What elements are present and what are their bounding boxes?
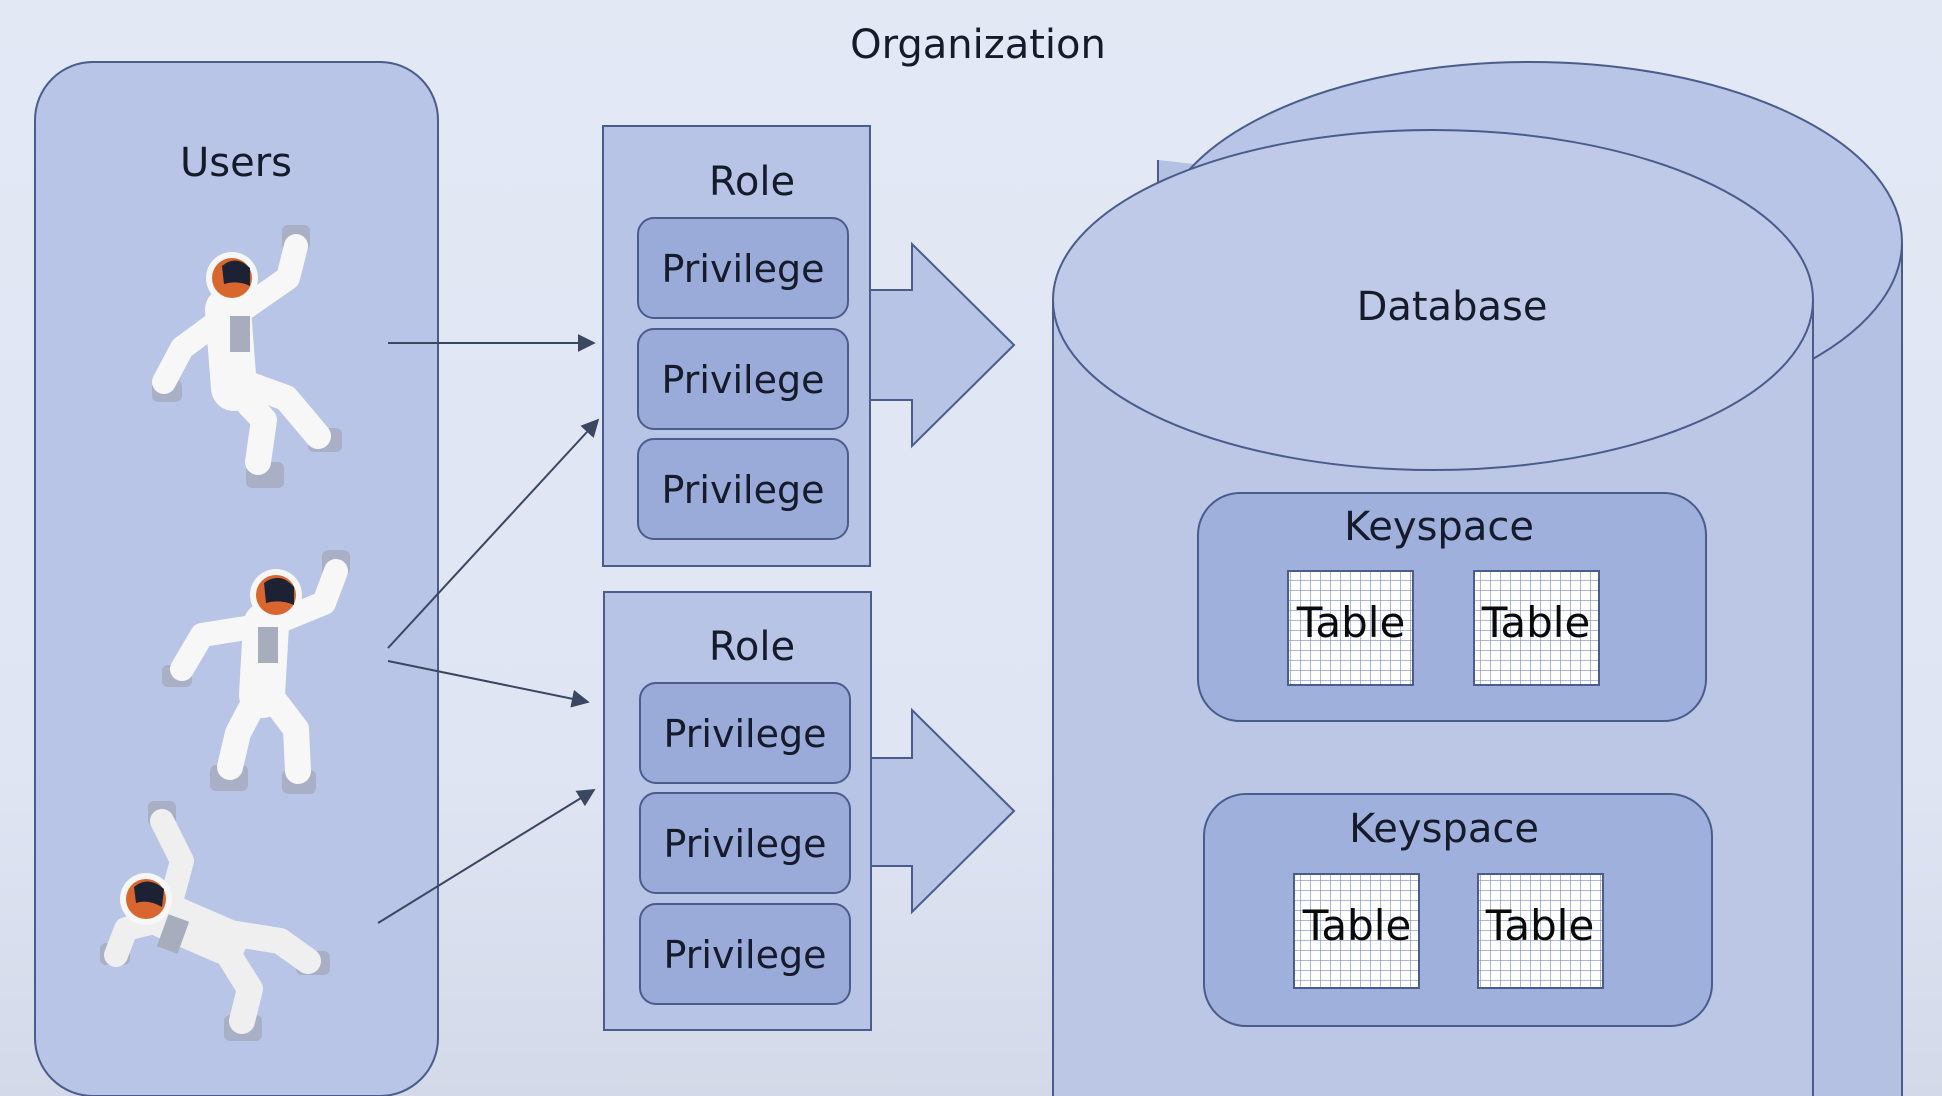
table-item: Table xyxy=(1293,873,1420,989)
svg-text:Table: Table xyxy=(1302,901,1412,950)
astronaut-icon xyxy=(100,801,330,1041)
svg-text:Privilege: Privilege xyxy=(662,468,825,512)
table-item: Table xyxy=(1473,570,1600,686)
astronaut-icon xyxy=(162,550,350,794)
arrow-user2-role2 xyxy=(387,660,590,708)
privilege-item: Privilege xyxy=(639,903,851,1005)
keyspace-label: Keyspace xyxy=(1344,504,1534,550)
users-label: Users xyxy=(180,140,292,186)
privilege-item: Privilege xyxy=(637,438,849,540)
svg-text:Table: Table xyxy=(1481,598,1591,647)
privilege-item: Privilege xyxy=(639,682,851,784)
arrow-user3-role2 xyxy=(377,789,596,924)
privilege-item: Privilege xyxy=(637,328,849,430)
svg-text:Privilege: Privilege xyxy=(664,822,827,866)
arrow-user2-role1 xyxy=(387,418,600,649)
svg-text:Privilege: Privilege xyxy=(662,358,825,402)
svg-text:Table: Table xyxy=(1296,598,1406,647)
users-panel: Users xyxy=(34,61,439,1096)
user-role-arrows xyxy=(377,334,600,924)
svg-text:Privilege: Privilege xyxy=(664,712,827,756)
users-box xyxy=(34,61,439,1096)
svg-text:Privilege: Privilege xyxy=(664,933,827,977)
keyspace-box: Keyspace Table Table xyxy=(1197,492,1707,722)
keyspace-label: Keyspace xyxy=(1349,806,1539,852)
role-box: Role Privilege Privilege Privilege xyxy=(602,125,871,567)
database-label: Database xyxy=(1357,284,1548,330)
privilege-item: Privilege xyxy=(637,217,849,319)
organization-title: Organization xyxy=(850,22,1106,68)
role-label: Role xyxy=(709,624,795,670)
keyspace-box: Keyspace Table Table xyxy=(1203,793,1713,1027)
svg-text:Table: Table xyxy=(1485,901,1595,950)
astronaut-icon xyxy=(152,225,342,488)
role-to-database-arrow xyxy=(870,707,1016,915)
privilege-item: Privilege xyxy=(639,792,851,894)
table-item: Table xyxy=(1287,570,1414,686)
role-to-database-arrow xyxy=(869,241,1016,449)
table-item: Table xyxy=(1477,873,1604,989)
role-box: Role Privilege Privilege Privilege xyxy=(603,591,872,1031)
svg-text:Privilege: Privilege xyxy=(662,247,825,291)
role-label: Role xyxy=(709,159,795,205)
